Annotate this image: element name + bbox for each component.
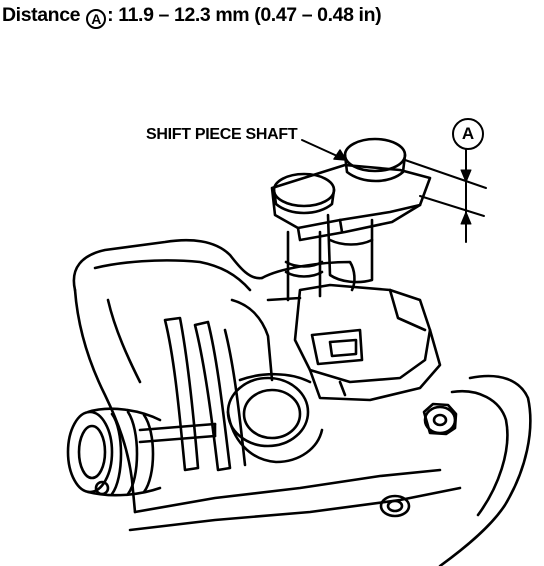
distance-spec: Distance A: 11.9 – 12.3 mm (0.47 – 0.48 … — [2, 4, 382, 29]
dimension-a-badge: A — [452, 118, 484, 150]
lever-arm-edge — [296, 203, 422, 242]
callout-arrowhead — [333, 149, 347, 161]
dim-extension-upper — [404, 159, 487, 189]
mount-hole — [379, 494, 411, 518]
seal-inner — [77, 424, 107, 480]
seal-body-top — [86, 407, 162, 422]
base-plate-lower — [128, 486, 462, 532]
shift-rod-lower — [138, 434, 217, 444]
housing-shoulder — [230, 298, 274, 382]
casing-edge-inner — [450, 389, 509, 517]
casing-edge — [438, 374, 532, 566]
dim-arrow-bottom — [460, 211, 472, 225]
seal-rib-2 — [126, 410, 139, 496]
dim-arrow-top — [460, 169, 472, 183]
seal-rib-1 — [110, 412, 123, 496]
shift-piece-shaft-label: SHIFT PIECE SHAFT — [146, 126, 298, 143]
shaft-cap-right — [343, 137, 407, 173]
fork-plate-1 — [163, 316, 200, 472]
seal-bolt — [94, 480, 110, 496]
casing-bolt-hex — [422, 402, 458, 436]
boss-edge — [388, 288, 427, 332]
boss-tab — [328, 338, 358, 358]
housing-left-wall — [73, 288, 137, 514]
fork-plate-3 — [223, 328, 247, 467]
shaft-cap-left-side — [272, 188, 336, 215]
housing-inner-curve — [106, 298, 142, 384]
hub-body — [226, 410, 324, 464]
fork-plate-2 — [193, 320, 232, 472]
mount-hole-inner — [386, 499, 404, 513]
lever-cylinder — [326, 213, 374, 284]
boss-face — [310, 328, 364, 366]
distance-label: Distance — [2, 4, 81, 26]
hub-collar — [238, 372, 312, 384]
cradle-arm-lower — [266, 296, 302, 302]
seal-rib-3 — [142, 413, 155, 494]
distance-value: : 11.9 – 12.3 mm (0.47 – 0.48 in) — [107, 4, 382, 26]
seal-body-bottom — [86, 486, 162, 497]
shaft-cap-right-side — [343, 153, 407, 183]
distance-marker: A — [86, 9, 107, 29]
lever-arm — [270, 163, 432, 230]
shaft-collar — [284, 260, 324, 268]
hub-bore-inner — [242, 388, 302, 440]
housing-top-ridge — [93, 259, 252, 292]
lever-cylinder-band — [328, 238, 374, 246]
boss-lower — [308, 328, 442, 402]
casing-bolt-center — [432, 413, 448, 427]
lever-web — [338, 218, 344, 234]
shift-rod-upper — [138, 422, 217, 432]
boss-step — [338, 380, 347, 397]
dim-extension-lower — [419, 195, 485, 217]
housing-body — [72, 238, 264, 292]
shaft-collar-2 — [284, 270, 324, 278]
boss-block — [293, 283, 432, 384]
base-plate — [133, 468, 442, 514]
